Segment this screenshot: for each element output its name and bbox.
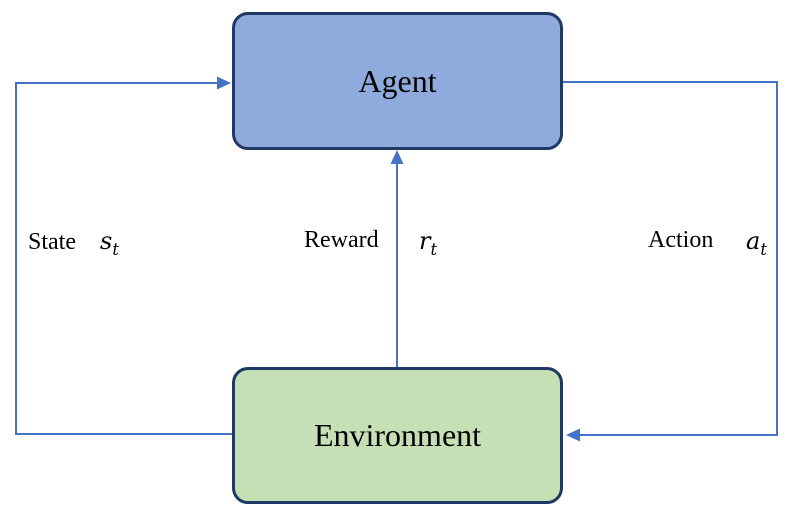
environment-label: Environment: [313, 417, 482, 453]
action-arrow-line: [563, 81, 778, 436]
reward-arrowhead-icon: [390, 150, 404, 164]
action-arrowhead-icon: [566, 428, 580, 442]
reward-symbol: rt: [419, 227, 438, 259]
reward-label: Reward: [304, 227, 379, 254]
state-subscript: t: [112, 239, 119, 259]
reward-symbol-label: rt: [419, 227, 438, 259]
agent-label: Agent: [358, 62, 437, 99]
state-label: State st: [28, 227, 119, 259]
action-symbol: at: [746, 227, 767, 259]
reward-word: Reward: [304, 227, 379, 253]
reward-subscript: t: [430, 239, 438, 259]
action-subscript: t: [760, 239, 767, 259]
state-arrowhead-icon: [217, 76, 231, 90]
action-word: Action: [648, 227, 714, 253]
state-arrow-line: [15, 82, 232, 435]
state-word: State: [28, 229, 76, 255]
action-symbol-label: at: [746, 227, 767, 259]
state-symbol: st: [100, 227, 119, 259]
action-label: Action: [648, 227, 713, 254]
agent-box: Agent: [232, 12, 563, 150]
environment-box: Environment: [232, 367, 563, 504]
